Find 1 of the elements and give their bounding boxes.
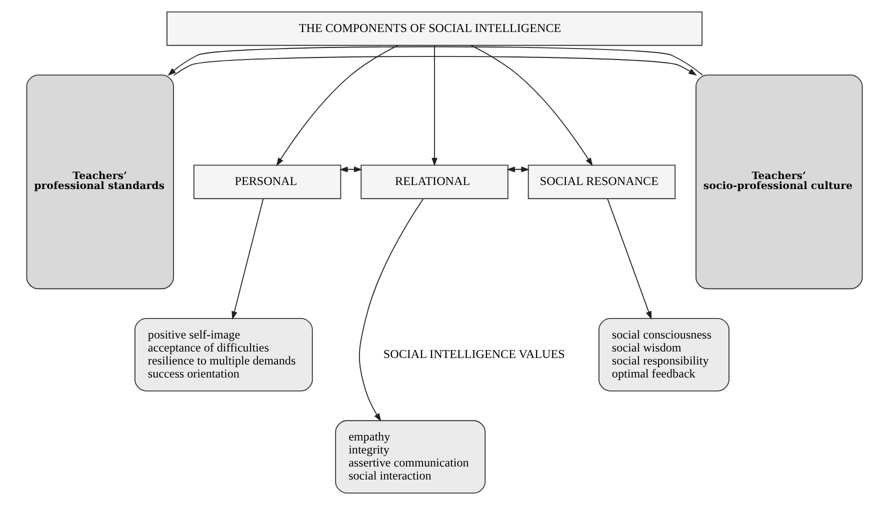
label: SOCIAL INTELLIGENCE VALUES bbox=[382, 346, 564, 361]
